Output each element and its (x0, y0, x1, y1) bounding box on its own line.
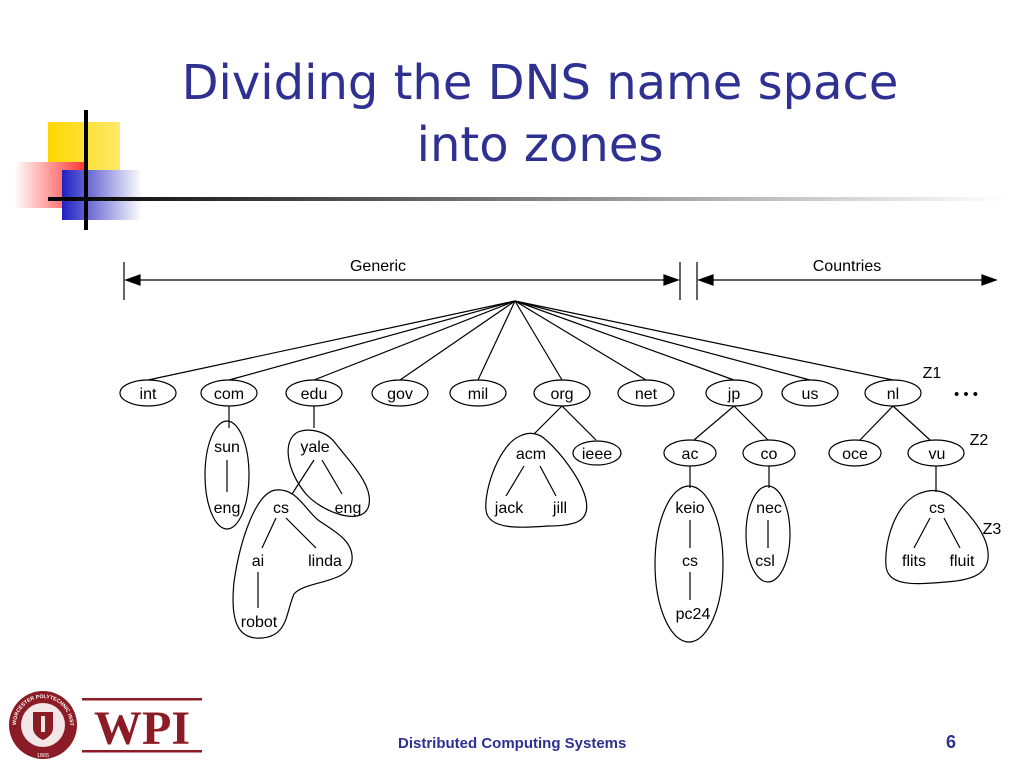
label-ieee: ieee (582, 446, 612, 463)
label-edu: edu (301, 386, 328, 403)
page-number: 6 (946, 732, 957, 752)
title-line-2: into zones (416, 117, 664, 173)
label-linda: linda (308, 553, 342, 570)
zone-label-z1: Z1 (923, 365, 942, 382)
label-yale-eng: eng (335, 500, 362, 517)
zone-com-sun (204, 420, 250, 530)
label-csl: csl (755, 553, 775, 570)
node-gov (371, 379, 429, 407)
wpi-logo: WORCESTER POLYTECHNIC INSTITUTE 1865 WPI (6, 688, 202, 759)
label-com-eng: eng (214, 500, 241, 517)
label-flits: flits (902, 553, 926, 570)
node-ieee (572, 440, 622, 466)
label-keio: keio (675, 500, 704, 517)
node-int (119, 379, 177, 407)
label-gov: gov (387, 386, 413, 403)
label-net: net (635, 386, 658, 403)
title-line-1: Dividing the DNS name space (181, 55, 899, 111)
vertical-rule (84, 110, 88, 230)
label-jill: jill (552, 500, 567, 517)
zone-nl-cs (885, 489, 989, 585)
label-int: int (140, 386, 157, 403)
blue-square (62, 170, 142, 220)
footer-course-title: Distributed Computing Systems (398, 735, 627, 752)
label-ac: ac (682, 446, 699, 463)
generic-arrowhead-right (663, 274, 680, 286)
node-oce (828, 439, 882, 467)
label-com: com (214, 386, 244, 403)
ellipsis-dots: • • • (954, 386, 978, 403)
root-edges (147, 300, 894, 381)
label-vu-cs: cs (929, 500, 945, 517)
label-robot: robot (241, 614, 278, 631)
label-org: org (550, 386, 573, 403)
generic-arrowhead-left (124, 274, 141, 286)
decorative-corner-graphic (14, 110, 1008, 230)
zone-edu-yale (287, 429, 371, 517)
label-jp: jp (727, 386, 741, 403)
svg-text:1865: 1865 (37, 753, 49, 759)
label-sun: sun (214, 439, 240, 456)
node-us (781, 379, 839, 407)
slide-title: Dividing the DNS name space into zones (120, 52, 960, 176)
label-co: co (761, 446, 778, 463)
label-keio-cs: cs (682, 553, 698, 570)
countries-arrowhead-right (981, 274, 998, 286)
label-vu: vu (929, 446, 946, 463)
node-mil (449, 379, 507, 407)
zone-jp-keio (654, 485, 724, 643)
countries-arrowhead-left (697, 274, 714, 286)
generic-label: Generic (350, 258, 406, 275)
horizontal-rule (48, 197, 1008, 201)
zone-jp-nec (745, 485, 791, 583)
label-mil: mil (468, 386, 488, 403)
label-jack: jack (494, 500, 524, 517)
label-ai: ai (252, 553, 264, 570)
label-nl: nl (887, 386, 899, 403)
label-us: us (802, 386, 819, 403)
node-net (617, 379, 675, 407)
label-acm: acm (516, 446, 546, 463)
zone-label-z3: Z3 (983, 521, 1002, 538)
zone-edu-cs (232, 489, 353, 639)
countries-label: Countries (813, 258, 881, 275)
label-nec: nec (756, 500, 782, 517)
zone-label-z2: Z2 (970, 432, 989, 449)
label-yale-cs: cs (273, 500, 289, 517)
label-pc24: pc24 (676, 606, 711, 623)
label-oce: oce (842, 446, 868, 463)
wpi-logo-text: WPI (94, 702, 190, 755)
label-yale: yale (300, 439, 329, 456)
zone-org-acm (485, 432, 588, 528)
label-fluit: fluit (950, 553, 975, 570)
